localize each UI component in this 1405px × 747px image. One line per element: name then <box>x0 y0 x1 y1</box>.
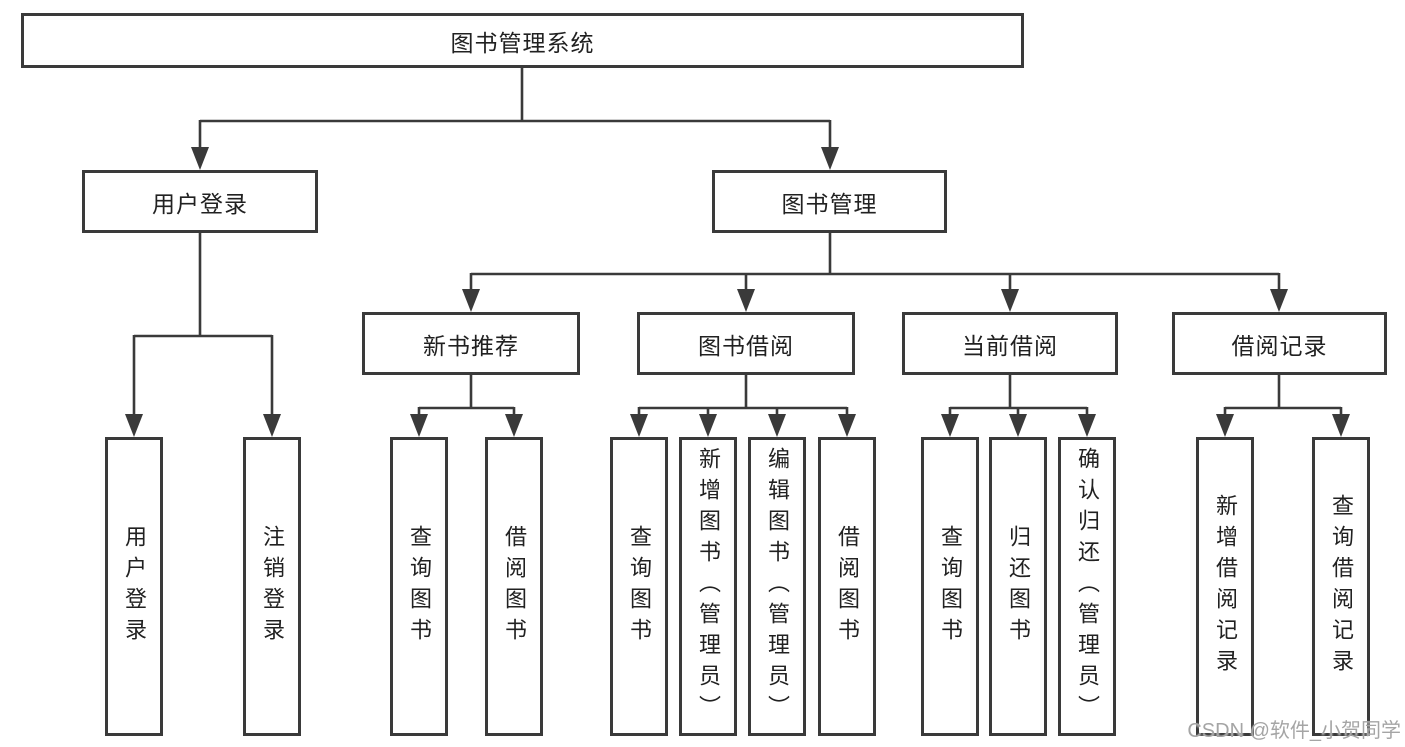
leaf-borrowing-borrow-books: 借阅图书 <box>818 437 876 736</box>
leaf-borrowing-edit-books-admin: 编辑图书（管理员） <box>748 437 806 736</box>
leaf-logout: 注销登录 <box>243 437 301 736</box>
leaf-records-query-record: 查询借阅记录 <box>1312 437 1370 736</box>
leaf-records-add-record: 新增借阅记录 <box>1196 437 1254 736</box>
leaf-newbook-borrow-books: 借阅图书 <box>485 437 543 736</box>
node-borrowing-records: 借阅记录 <box>1172 312 1387 375</box>
node-user-login: 用户登录 <box>82 170 318 233</box>
leaf-borrowing-query-books: 查询图书 <box>610 437 668 736</box>
node-library-management-system: 图书管理系统 <box>21 13 1024 68</box>
watermark: CSDN @软件_小贺同学 <box>1187 720 1401 742</box>
leaf-borrowing-add-books-admin: 新增图书（管理员） <box>679 437 737 736</box>
node-current-borrowing: 当前借阅 <box>902 312 1118 375</box>
leaf-user-login: 用户登录 <box>105 437 163 736</box>
node-book-borrowing: 图书借阅 <box>637 312 855 375</box>
leaf-current-return-books: 归还图书 <box>989 437 1047 736</box>
leaf-newbook-query-books: 查询图书 <box>390 437 448 736</box>
node-book-management: 图书管理 <box>712 170 947 233</box>
arrowheads <box>125 147 1350 437</box>
leaf-current-confirm-return-admin: 确认归还（管理员） <box>1058 437 1116 736</box>
node-new-book-recommendation: 新书推荐 <box>362 312 580 375</box>
leaf-current-query-books: 查询图书 <box>921 437 979 736</box>
